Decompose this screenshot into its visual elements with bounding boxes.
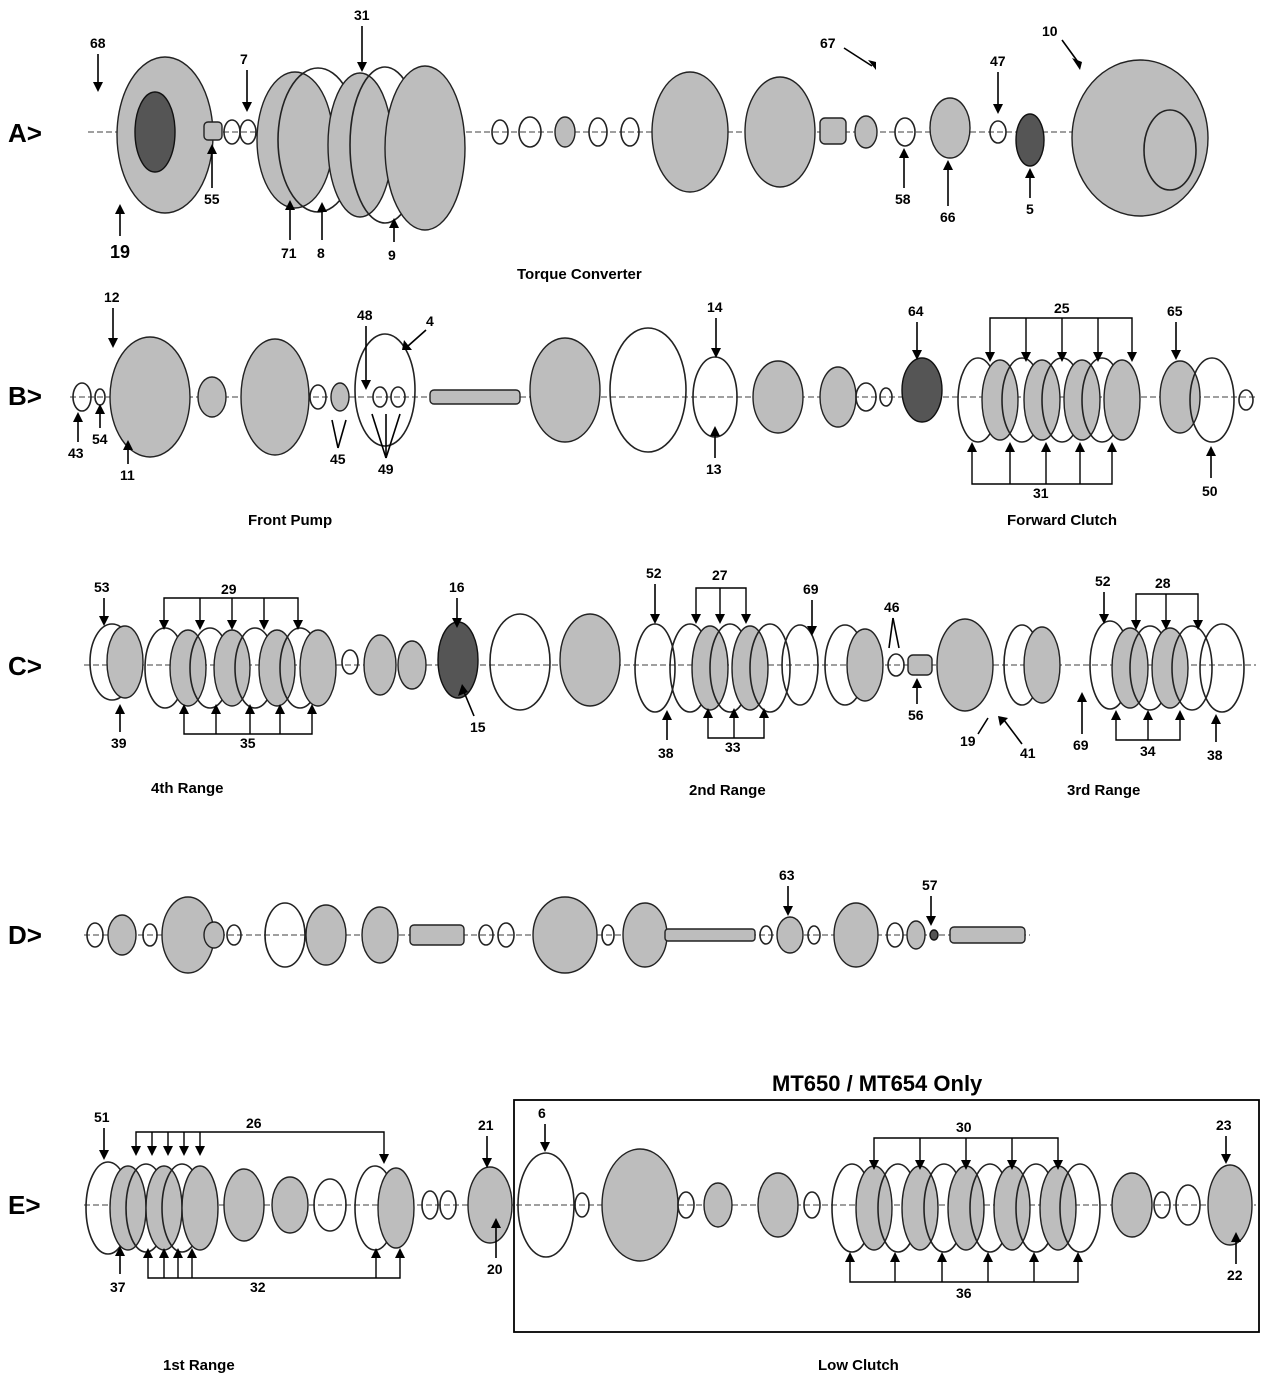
callout-10: 10 (1042, 23, 1058, 39)
callout-69-b: 69 (1073, 737, 1089, 753)
row-c-parts (89, 613, 1245, 713)
row-b-parts (72, 327, 1254, 458)
callout-19-a: 19 (110, 242, 130, 262)
row-b-letter: B> (8, 381, 42, 411)
callout-31-b: 31 (1033, 485, 1049, 501)
callout-12: 12 (104, 289, 120, 305)
callout-50: 50 (1202, 483, 1218, 499)
row-c-letter: C> (8, 651, 42, 681)
section-low-clutch: Low Clutch (818, 1357, 899, 1374)
callout-15: 15 (470, 719, 486, 735)
callout-47: 47 (990, 53, 1006, 69)
mt650-box-title: MT650 / MT654 Only (772, 1071, 983, 1096)
callout-35: 35 (240, 735, 256, 751)
callout-46: 46 (884, 599, 900, 615)
callout-67: 67 (820, 35, 836, 51)
callout-54: 54 (92, 431, 108, 447)
row-b-callouts: 12 48 4 14 64 25 65 43 54 11 45 49 13 31 (68, 289, 1218, 501)
row-c-callouts: 53 29 16 52 27 69 46 52 28 39 (94, 565, 1223, 763)
section-2nd-range: 2nd Range (689, 782, 766, 799)
callout-64: 64 (908, 303, 924, 319)
section-3rd-range: 3rd Range (1067, 782, 1140, 799)
row-e-parts (85, 1148, 1253, 1262)
section-4th-range: 4th Range (151, 780, 224, 797)
callout-51: 51 (94, 1109, 110, 1125)
callout-58: 58 (895, 191, 911, 207)
row-e-letter: E> (8, 1190, 41, 1220)
callout-33: 33 (725, 739, 741, 755)
callout-38-b: 38 (1207, 747, 1223, 763)
callout-9: 9 (388, 247, 396, 263)
callout-22: 22 (1227, 1267, 1243, 1283)
callout-52-a: 52 (646, 565, 662, 581)
callout-26: 26 (246, 1115, 262, 1131)
row-a-letter: A> (8, 118, 42, 148)
callout-4: 4 (426, 313, 434, 329)
callout-8: 8 (317, 245, 325, 261)
callout-25: 25 (1054, 300, 1070, 316)
callout-36: 36 (956, 1285, 972, 1301)
callout-43: 43 (68, 445, 84, 461)
mt650-box (513, 1099, 1260, 1333)
callout-20: 20 (487, 1261, 503, 1277)
callout-65: 65 (1167, 303, 1183, 319)
callout-39: 39 (111, 735, 127, 751)
callout-13: 13 (706, 461, 722, 477)
callout-23: 23 (1216, 1117, 1232, 1133)
callout-66: 66 (940, 209, 956, 225)
row-d-letter: D> (8, 920, 42, 950)
callout-52-b: 52 (1095, 573, 1111, 589)
row-a-parts (116, 56, 1209, 231)
callout-49: 49 (378, 461, 394, 477)
row-a-callouts: 68 7 31 67 47 10 55 19 71 8 9 58 66 5 (90, 7, 1082, 263)
callout-53: 53 (94, 579, 110, 595)
callout-55: 55 (204, 191, 220, 207)
callout-27: 27 (712, 567, 728, 583)
callout-31-a: 31 (354, 7, 370, 23)
callout-68: 68 (90, 35, 106, 51)
callout-19-c: 19 (960, 733, 976, 749)
callout-14: 14 (707, 299, 723, 315)
callout-5: 5 (1026, 201, 1034, 217)
section-torque-converter: Torque Converter (517, 266, 642, 283)
callout-45: 45 (330, 451, 346, 467)
callout-37: 37 (110, 1279, 126, 1295)
section-forward-clutch: Forward Clutch (1007, 512, 1117, 529)
callout-71: 71 (281, 245, 297, 261)
callout-69-a: 69 (803, 581, 819, 597)
row-d-callouts: 63 57 (779, 867, 938, 926)
callout-16: 16 (449, 579, 465, 595)
callout-48: 48 (357, 307, 373, 323)
row-e-callouts: 51 26 21 6 30 23 37 32 (94, 1105, 1243, 1301)
callout-38-a: 38 (658, 745, 674, 761)
callout-28: 28 (1155, 575, 1171, 591)
callout-29: 29 (221, 581, 237, 597)
section-1st-range: 1st Range (163, 1357, 235, 1374)
callout-11: 11 (120, 467, 135, 483)
callout-30: 30 (956, 1119, 972, 1135)
callout-57: 57 (922, 877, 938, 893)
row-d-parts (86, 896, 1026, 974)
callout-7: 7 (240, 51, 248, 67)
callout-41: 41 (1020, 745, 1036, 761)
callout-6: 6 (538, 1105, 546, 1121)
callout-56: 56 (908, 707, 924, 723)
callout-63: 63 (779, 867, 795, 883)
callout-21: 21 (478, 1117, 494, 1133)
callout-32: 32 (250, 1279, 266, 1295)
callout-34: 34 (1140, 743, 1156, 759)
section-front-pump: Front Pump (248, 512, 332, 529)
